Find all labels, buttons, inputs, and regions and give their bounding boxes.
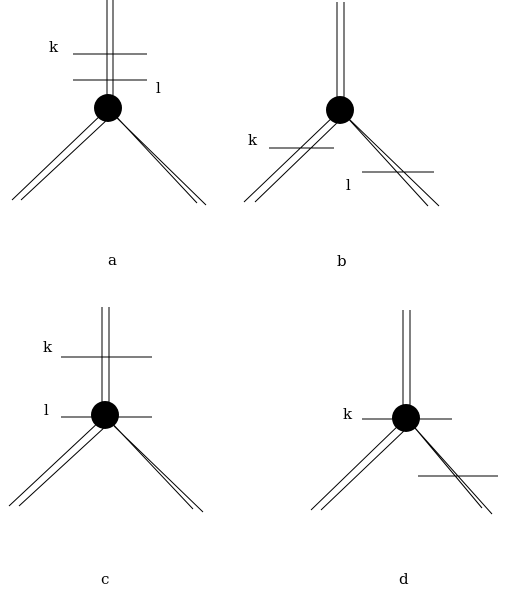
left-leg-line-1 (8, 419, 102, 507)
vertex-blob (94, 94, 122, 122)
left-leg-line-1 (243, 113, 337, 203)
left-leg-line-1 (11, 111, 105, 201)
vertex-blob (392, 404, 420, 432)
label-k: k (248, 131, 258, 149)
panel-caption: d (399, 570, 409, 588)
panel-b: k l b (243, 2, 440, 270)
panel-a: k l a (11, 0, 207, 269)
right-leg-line-2 (116, 117, 207, 206)
label-l: l (346, 176, 351, 194)
label-l: l (44, 401, 49, 419)
vertex-blob (326, 96, 354, 124)
panel-c: k l c (8, 307, 204, 588)
right-leg-line-2 (414, 427, 493, 515)
left-leg-line-2 (18, 425, 107, 507)
right-leg-line-2 (348, 118, 440, 207)
label-k: k (49, 38, 59, 56)
left-leg-line-2 (254, 118, 342, 203)
label-l: l (156, 79, 161, 97)
right-leg-line-1 (343, 113, 429, 207)
label-k: k (43, 338, 53, 356)
panel-caption: a (108, 251, 117, 269)
panel-caption: b (337, 252, 347, 270)
label-k: k (343, 405, 353, 423)
vertex-blob (91, 401, 119, 429)
left-leg-line-2 (320, 427, 408, 511)
left-leg-line-2 (20, 117, 110, 201)
panel-caption: c (101, 570, 109, 588)
panel-d: k d (310, 310, 498, 588)
right-leg-line-2 (113, 425, 204, 513)
left-leg-line-1 (310, 421, 403, 511)
